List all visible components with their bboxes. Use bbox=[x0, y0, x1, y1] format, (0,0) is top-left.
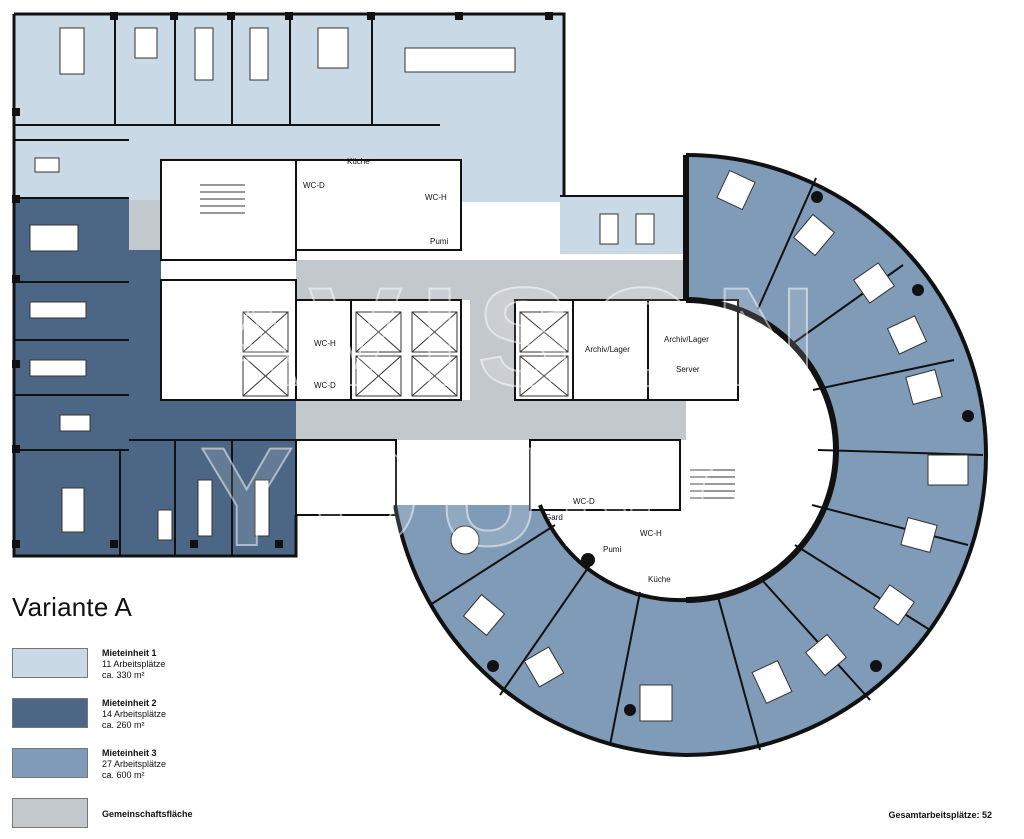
legend-area: ca. 330 m² bbox=[102, 670, 145, 680]
legend-count: 11 Arbeitsplätze bbox=[102, 659, 166, 669]
room-wc-d-mid: WC-D bbox=[314, 381, 336, 390]
legend-name: Gemeinschaftsfläche bbox=[102, 809, 193, 819]
legend-area: ca. 260 m² bbox=[102, 720, 145, 730]
watermark-line2: YOUNG bbox=[200, 418, 803, 575]
conference-table bbox=[404, 47, 516, 73]
room-archiv-2: Archiv/Lager bbox=[664, 335, 709, 344]
elevators bbox=[242, 311, 569, 397]
core-rooms bbox=[160, 159, 739, 516]
legend-swatch-common bbox=[12, 798, 88, 828]
legend-name: Mieteinheit 1 bbox=[102, 648, 157, 658]
desks bbox=[29, 27, 969, 722]
room-wc-h-top: WC-H bbox=[425, 193, 447, 202]
room-pumi-low: Pumi bbox=[603, 545, 621, 554]
legend-swatch-unit2 bbox=[12, 698, 88, 728]
room-pumi-top: Pumi bbox=[430, 237, 448, 246]
interior-walls bbox=[14, 14, 686, 556]
room-gard: Gard bbox=[545, 513, 563, 522]
watermark: AVISON YOUNG bbox=[199, 257, 834, 576]
radial-walls bbox=[429, 177, 984, 751]
columns bbox=[12, 12, 974, 716]
room-archiv-1: Archiv/Lager bbox=[585, 345, 630, 354]
watermark-line1: AVISON bbox=[200, 258, 834, 415]
legend-name: Mieteinheit 3 bbox=[102, 748, 157, 758]
legend-count: 14 Arbeitsplätze bbox=[102, 709, 167, 719]
room-wc-h-mid: WC-H bbox=[314, 339, 336, 348]
room-wc-d-top: WC-D bbox=[303, 181, 325, 190]
variant-title: Variante A bbox=[12, 592, 133, 622]
total-workplaces: Gesamtarbeitsplätze: 52 bbox=[888, 810, 992, 820]
legend-area: ca. 600 m² bbox=[102, 770, 145, 780]
unit2-area bbox=[14, 198, 296, 556]
stairs bbox=[200, 184, 735, 499]
room-kueche-low: Küche bbox=[648, 575, 671, 584]
room-wc-d-low: WC-D bbox=[573, 497, 595, 506]
legend-swatch-unit3 bbox=[12, 748, 88, 778]
legend-swatch-unit1 bbox=[12, 648, 88, 678]
legend-name: Mieteinheit 2 bbox=[102, 698, 157, 708]
common-area bbox=[129, 200, 686, 440]
outer-walls bbox=[12, 12, 988, 757]
room-wc-h-low: WC-H bbox=[640, 529, 662, 538]
room-kueche-top: Küche bbox=[347, 157, 370, 166]
legend-count: 27 Arbeitsplätze bbox=[102, 759, 167, 769]
room-server: Server bbox=[676, 365, 700, 374]
